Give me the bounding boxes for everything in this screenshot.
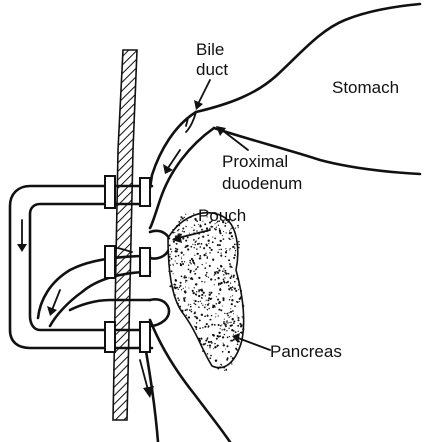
label-duodenum: duodenum — [222, 174, 302, 194]
label-stomach: Stomach — [332, 78, 399, 98]
label-duct: duct — [196, 60, 228, 80]
pouch — [150, 231, 170, 326]
label-pancreas: Pancreas — [270, 342, 342, 362]
label-proximal: Proximal — [222, 152, 288, 172]
label-bile: Bile — [196, 40, 224, 60]
label-pouch: Pouch — [198, 206, 246, 226]
abdominal-wall — [113, 50, 137, 420]
